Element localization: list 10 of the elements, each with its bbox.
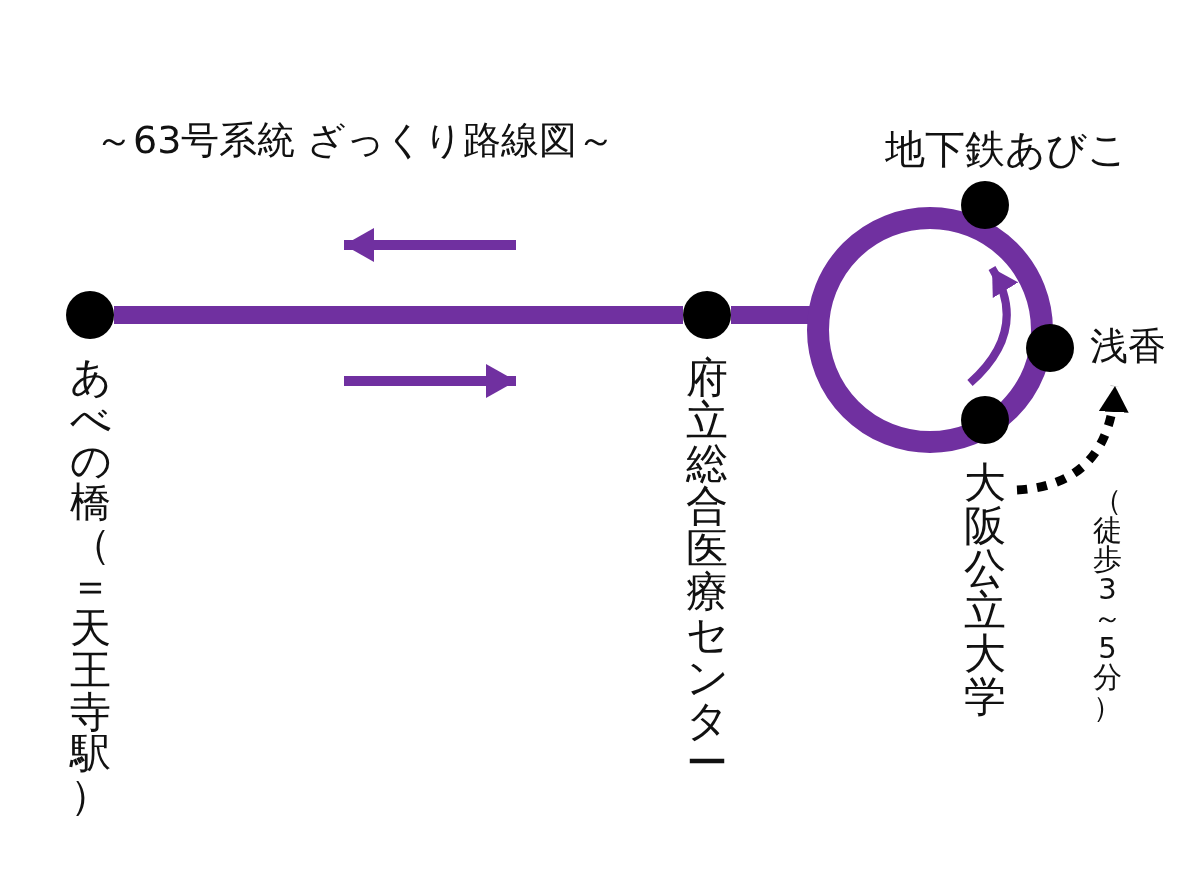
loop-ring xyxy=(807,207,1053,453)
station-label: あべの橋（＝天王寺駅） xyxy=(69,357,111,817)
station-label: 大阪公立大学 xyxy=(964,462,1006,719)
edge-label: （徒歩3～5分） xyxy=(1093,486,1122,723)
walking-arrow xyxy=(1016,385,1128,495)
title: ～63号系統 ざっくり路線図～ xyxy=(95,120,616,162)
station-label: 地下鉄あびこ xyxy=(885,127,1128,171)
station-label: 府立総合医療センター xyxy=(686,357,728,786)
route-line xyxy=(114,306,683,324)
station-label: 浅香 xyxy=(1090,326,1166,368)
